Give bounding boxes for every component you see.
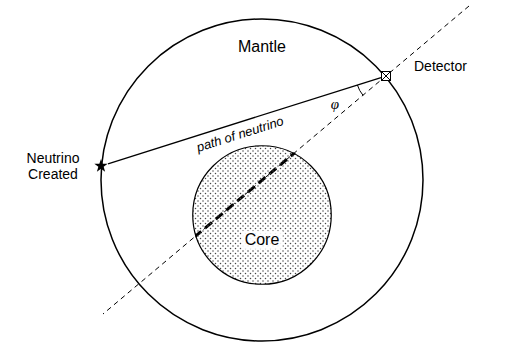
node-label: Neutrino Created <box>18 150 88 182</box>
source-star: Neutrino Created <box>94 159 108 173</box>
node-label: Mantle <box>238 38 286 56</box>
axis-line-in-core <box>103 6 469 314</box>
core-circle-outline <box>192 145 332 285</box>
mantle-circle: Core Mantle <box>100 18 424 342</box>
node-label: Core <box>242 231 283 249</box>
vertical-axis-line <box>103 6 469 314</box>
angle-arc <box>357 85 363 95</box>
source-star-outline <box>94 159 108 173</box>
core-circle: Core <box>192 145 332 285</box>
node-label: Detector <box>414 58 467 74</box>
detector-box-outline <box>381 71 391 81</box>
mantle-circle-outline <box>100 18 424 342</box>
detector-box: Detector <box>381 71 391 81</box>
angle-label: φ <box>331 97 339 112</box>
path-label: path of neutrino <box>195 114 285 154</box>
